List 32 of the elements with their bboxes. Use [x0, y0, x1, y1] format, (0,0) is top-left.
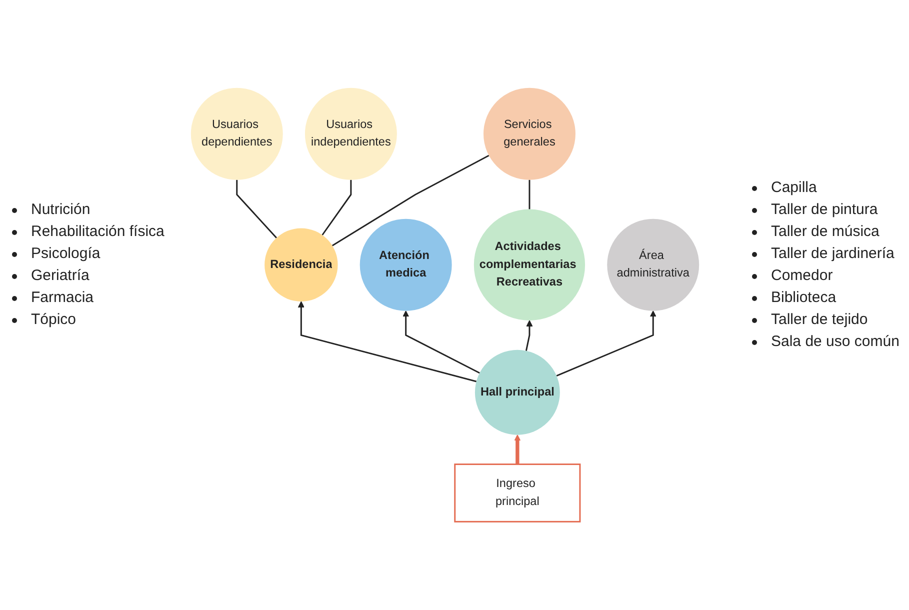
node-circle: Servicios generales [484, 88, 576, 180]
arrow [514, 434, 521, 464]
list-item: Psicología [31, 244, 100, 264]
list-item: Biblioteca [771, 288, 836, 308]
node-box: Ingreso principal [454, 464, 581, 523]
list-item: Sala de uso común [771, 332, 900, 352]
node-circle: Actividades complementarias Recreativas [474, 210, 586, 321]
list-item: Geriatría [31, 266, 90, 286]
arrow [402, 310, 480, 374]
list-item: Capilla [771, 178, 817, 198]
list-item: Taller de tejido [771, 310, 868, 330]
node-circle: Usuarios dependientes [190, 88, 283, 180]
list-item: Taller de música [771, 222, 880, 242]
node-circle: Área administrativa [607, 219, 700, 312]
list-item: Nutrición [31, 200, 90, 220]
arrow [298, 301, 477, 382]
connector [528, 180, 530, 210]
list-item: Farmacia [31, 288, 94, 308]
list-item: Taller de pintura [771, 200, 878, 220]
connector [322, 180, 352, 236]
arrow [525, 320, 533, 352]
connector [236, 180, 278, 239]
arrow [556, 310, 656, 377]
node-circle: Atención medica [360, 219, 452, 312]
list-item: Comedor [771, 266, 833, 286]
node-circle: Residencia [264, 228, 338, 302]
list-item: Tópico [31, 310, 76, 330]
node-circle: Usuarios independientes [304, 88, 397, 180]
node-circle: Hall principal [474, 350, 560, 436]
list-item: Taller de jardinería [771, 244, 894, 264]
connector [332, 155, 490, 247]
list-item: Rehabilitación física [31, 222, 164, 242]
